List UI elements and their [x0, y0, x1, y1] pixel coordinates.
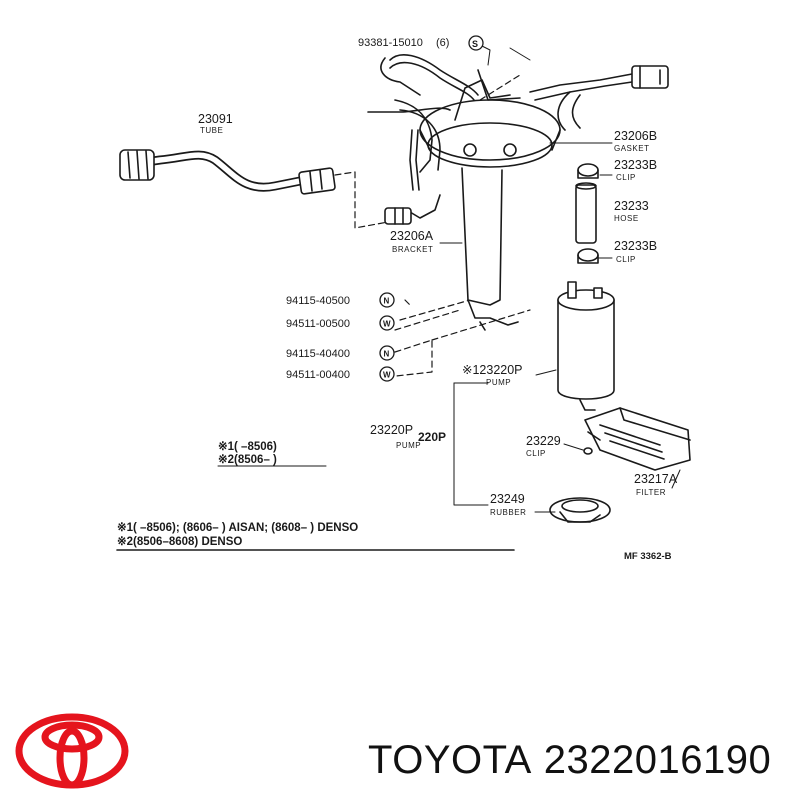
- label-clip-small-name: CLIP: [526, 449, 546, 458]
- toyota-logo-icon: [15, 713, 129, 789]
- label-pump1-no: ※123220P: [462, 363, 523, 377]
- label-clip-small-no: 23229: [526, 434, 561, 448]
- fuel-pump-drawing: [557, 281, 615, 411]
- label-nut1-part: 94115-40500: [286, 295, 350, 307]
- clip-lower-drawing: [577, 248, 599, 264]
- nut2-symbol-text: N: [384, 350, 390, 359]
- washer2-symbol-text: W: [383, 371, 391, 380]
- note-small-line1: ※1( –8506): [218, 440, 277, 453]
- bracket-drawing: [384, 167, 519, 331]
- label-clip-lower-no: 23233B: [614, 239, 657, 253]
- clip-upper-drawing: [577, 163, 599, 179]
- part-labels: 93381-15010 (6) S 23091 TUBE 23206B GASK…: [198, 37, 678, 562]
- fuel-filter-drawing: [584, 407, 691, 471]
- label-gasket-no: 23206B: [614, 129, 657, 143]
- sender-gauge-assembly: [367, 54, 669, 215]
- label-top-symbol: S: [472, 39, 478, 49]
- label-top-qty: (6): [436, 37, 449, 49]
- label-bracket-no: 23206A: [390, 229, 434, 243]
- label-washer2-part: 94511-00400: [286, 369, 350, 381]
- label-clip-upper-name: CLIP: [616, 173, 636, 182]
- part-symbols: [379, 35, 484, 382]
- label-rubber-no: 23249: [490, 492, 525, 506]
- note-small-line2: ※2(8506– ): [218, 453, 277, 466]
- nut-symbol-icon: [379, 345, 395, 361]
- fuel-tube-drawing: [119, 149, 336, 195]
- label-tube-name: TUBE: [200, 126, 223, 135]
- label-top-part: 93381-15010: [358, 37, 423, 49]
- label-gasket-name: GASKET: [614, 144, 649, 153]
- washer-symbol-icon: [379, 366, 395, 382]
- label-filter-no: 23217A: [634, 472, 678, 486]
- date-notes: ※1( –8506) ※2(8506– ) ※1( –8506); (8606–…: [117, 440, 358, 548]
- label-clip-lower-name: CLIP: [616, 255, 636, 264]
- label-washer1-part: 94511-00500: [286, 318, 350, 330]
- rubber-drawing: [549, 497, 611, 523]
- hose-drawing: [575, 182, 597, 244]
- label-pump2-name: PUMP: [396, 441, 421, 450]
- label-filter-name: FILTER: [636, 488, 666, 497]
- note-main-line2: ※2(8506–8608) DENSO: [117, 535, 242, 548]
- small-clip-drawing: [583, 447, 593, 455]
- label-hose-no: 23233: [614, 199, 649, 213]
- label-pump2-overlay: 220P: [418, 430, 446, 444]
- label-clip-upper-no: 23233B: [614, 158, 657, 172]
- washer-symbol-icon: [379, 315, 395, 331]
- s-symbol-icon: [468, 35, 484, 51]
- label-pump2-no: 23220P: [370, 423, 413, 437]
- label-rubber-name: RUBBER: [490, 508, 526, 517]
- washer1-symbol-text: W: [383, 320, 391, 329]
- label-tube-no: 23091: [198, 112, 233, 126]
- leader-lines: [439, 42, 681, 513]
- label-bracket-name: BRACKET: [392, 245, 433, 254]
- nut1-symbol-text: N: [384, 297, 390, 306]
- note-main-line1: ※1( –8506); (8606– ) AISAN; (8608– ) DEN…: [117, 521, 358, 534]
- label-nut2-part: 94115-40400: [286, 348, 350, 360]
- part-number: 2322016190: [543, 738, 772, 782]
- brand-name: TOYOTA: [368, 738, 532, 782]
- nut-symbol-icon: [379, 292, 395, 308]
- label-pump1-name: PUMP: [486, 378, 511, 387]
- label-hose-name: HOSE: [614, 214, 639, 223]
- label-diagram-code: MF 3362-B: [624, 551, 672, 562]
